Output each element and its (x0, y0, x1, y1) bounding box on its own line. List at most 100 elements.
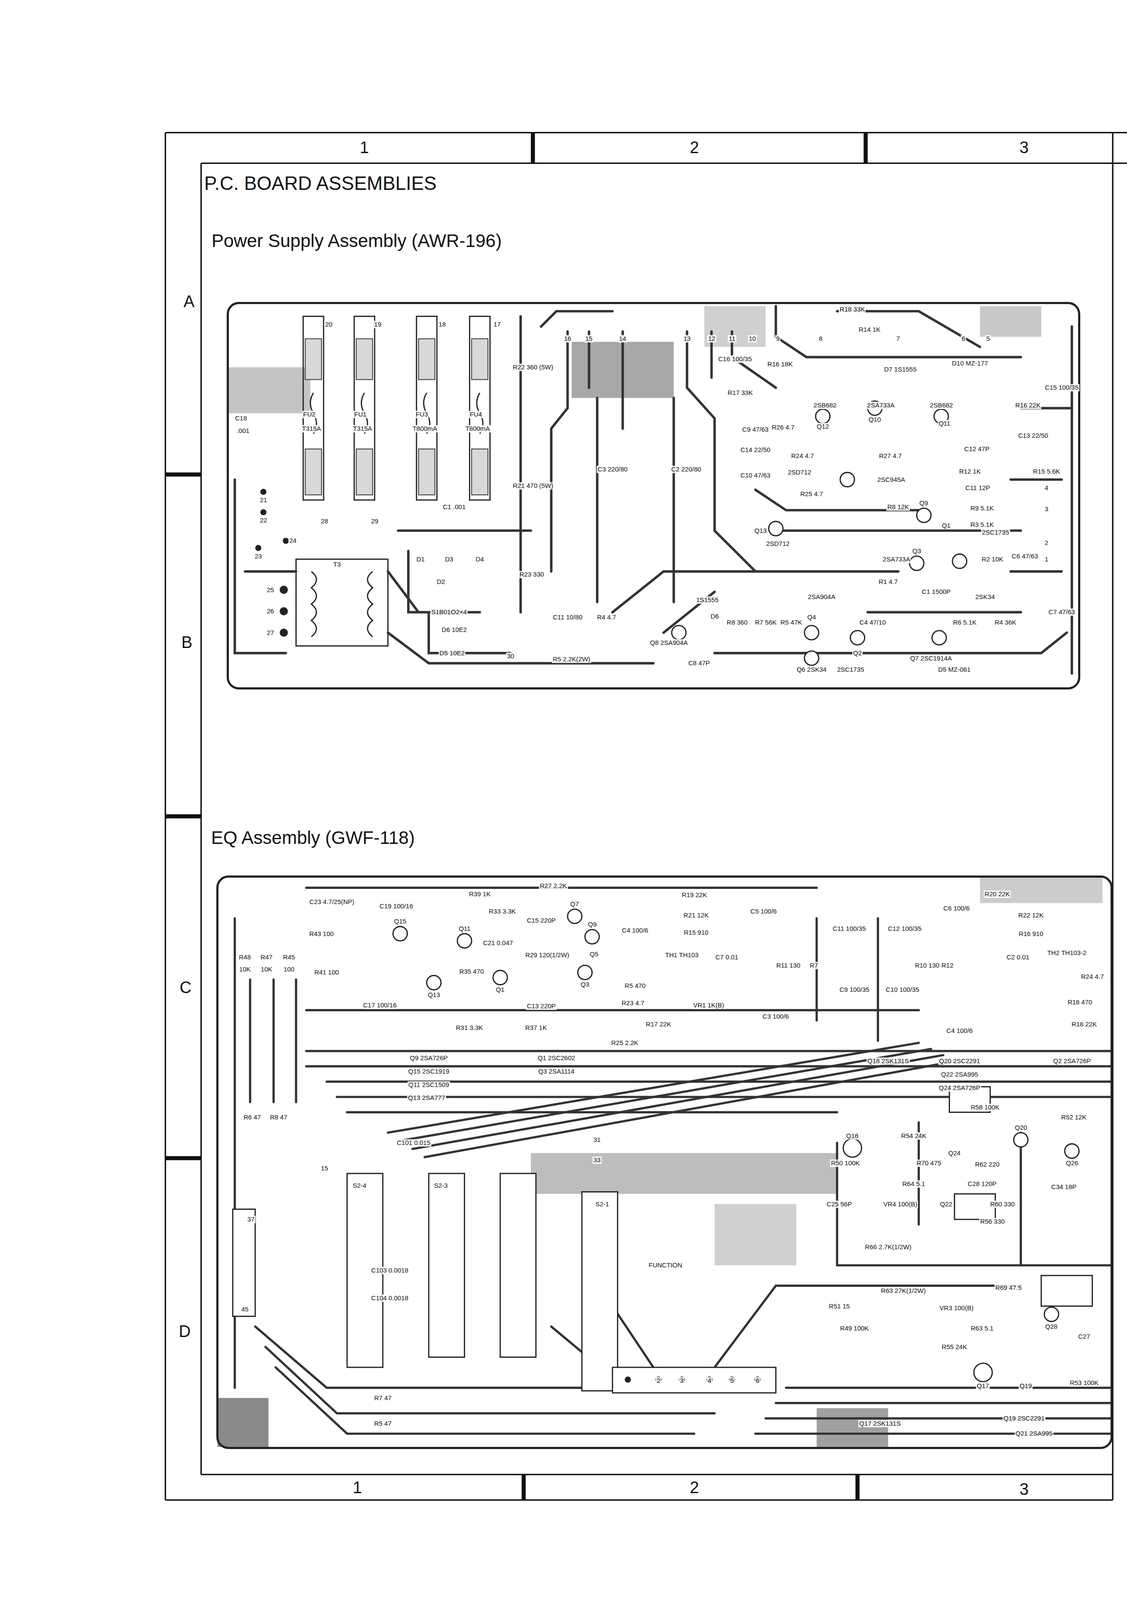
component-label: R6 5.1K (952, 619, 978, 627)
component-label: R14 1K (857, 326, 882, 334)
component-label: R4 4.7 (596, 613, 617, 622)
component-label: FU3 (414, 410, 429, 419)
component-label: FU4 (468, 410, 483, 419)
component-label: R41 100 (313, 969, 341, 977)
component-label: 2 (655, 1377, 662, 1385)
grid-ticks (165, 132, 866, 1501)
component-label: R8 47 (269, 1114, 289, 1122)
component-label: Q18 2SK131S (866, 1057, 910, 1066)
component-label: R33 3.3K (488, 908, 517, 916)
component-label: 5 (985, 335, 991, 343)
power-board-art (228, 306, 1073, 674)
component-label: R54 24K (900, 1132, 928, 1140)
component-label: Q22 (939, 1200, 954, 1209)
component-label: FUNCTION (647, 1261, 684, 1270)
component-label: Q11 (457, 925, 472, 933)
grid-reference: B (180, 633, 193, 652)
component-label: R23 330 (518, 571, 546, 579)
component-label: Q15 2SC1919 (407, 1068, 450, 1076)
component-label: C1 .001 (442, 503, 467, 511)
component-label: C17 100/16 (362, 1001, 398, 1010)
component-label: R25 4.7 (799, 490, 825, 498)
component-label: 10K (260, 966, 274, 974)
component-label: C9 100/35 (838, 986, 871, 994)
component-label: Q15 (393, 918, 408, 926)
component-label: C5 100/6 (749, 908, 778, 916)
component-label: 2SA904A (806, 593, 836, 601)
component-label: 2SC1735 (981, 529, 1011, 537)
component-label: 2SD712 (765, 540, 791, 548)
component-label: C9 47/63 (741, 426, 770, 434)
component-label: Q11 2SC1509 (407, 1081, 450, 1089)
component-label: Q26 (1065, 1159, 1079, 1168)
component-label: 6 (754, 1377, 761, 1385)
component-label: R21 12K (682, 911, 710, 920)
component-label: C15 220P (526, 917, 557, 925)
component-label: R8 360 (725, 619, 749, 627)
component-label: C18 (234, 414, 248, 423)
component-label: VR4 100(B) (882, 1200, 919, 1209)
component-label: C7 47/63 (1047, 608, 1076, 617)
component-label: C8 47P (687, 659, 711, 668)
component-label: 2SB682 (812, 401, 838, 410)
component-label: R16 22K (1014, 401, 1042, 410)
transistor-symbols (392, 909, 1079, 1382)
component-label: 13 (682, 335, 692, 343)
component-label: C12 47P (963, 445, 991, 453)
component-label: 3 (1043, 505, 1050, 514)
component-label: R63 27K(1/2W) (879, 1287, 927, 1295)
component-label: C21 0.047 (481, 939, 514, 948)
component-label: 37 (246, 1216, 256, 1224)
component-label: 19 (373, 321, 383, 329)
component-label: Q10 (867, 416, 882, 424)
component-label: R16 18K (766, 360, 794, 369)
component-label: Q3 2SA1114 (537, 1068, 576, 1076)
component-label: R24 4.7 (790, 452, 816, 460)
component-label: 2SK34 (974, 593, 996, 601)
component-label: S1B01O2×4 (430, 608, 468, 617)
component-label: Q3 (911, 547, 922, 556)
component-label: Q7 2SC1914A (909, 655, 954, 663)
grid-reference: 1 (358, 138, 370, 158)
component-label: T800mA (464, 425, 492, 433)
component-label: D1 (415, 555, 426, 564)
frame (165, 132, 1127, 1501)
component-label: Q11 (937, 420, 951, 428)
component-label: Q8 2SA904A (648, 639, 689, 647)
component-label: D5 10E2 (438, 649, 466, 658)
component-label: C10 100/35 (884, 986, 921, 994)
component-label: C19 100/16 (378, 902, 415, 911)
component-label: R7 (808, 962, 819, 970)
component-label: C28 120P (966, 1180, 998, 1189)
component-label: T315A (301, 425, 322, 433)
component-label: C10 47/63 (739, 471, 771, 480)
component-label: D3 (443, 555, 454, 564)
component-label: R3 5.1K (969, 521, 995, 529)
component-label: Q24 2SA726P (937, 1084, 982, 1092)
component-label: R15 5.6K (1032, 468, 1062, 476)
component-label: R2 10K (980, 555, 1005, 564)
component-label: 28 (320, 517, 330, 526)
component-label: 30 (506, 652, 516, 661)
component-label: .001 (235, 427, 251, 435)
component-label: R5 2.2K(2W) (552, 655, 592, 664)
component-label: 7 (895, 335, 901, 343)
component-label: VR3 100(B) (938, 1304, 975, 1313)
component-label: C6 47/63 (1011, 552, 1040, 561)
component-label: R12 1K (958, 468, 982, 476)
component-label: C2 0.01 (1005, 953, 1031, 962)
component-label: 27 (266, 629, 276, 637)
component-label: R70 475 (915, 1159, 943, 1168)
component-label: R17 33K (726, 389, 754, 397)
component-label: 20 (324, 321, 334, 329)
component-label: D6 (709, 613, 720, 621)
component-label: 4 (1043, 484, 1050, 492)
component-label: Q5 (588, 950, 600, 959)
component-label: T315A (352, 425, 373, 433)
component-label: R19 22K (680, 891, 708, 900)
component-label: Q6 2SK34 (795, 666, 828, 674)
component-label: R45 (282, 953, 296, 962)
component-label: R56 330 (979, 1218, 1006, 1226)
component-label: R26 4.7 (770, 423, 796, 432)
component-label: C14 22/50 (739, 446, 771, 454)
